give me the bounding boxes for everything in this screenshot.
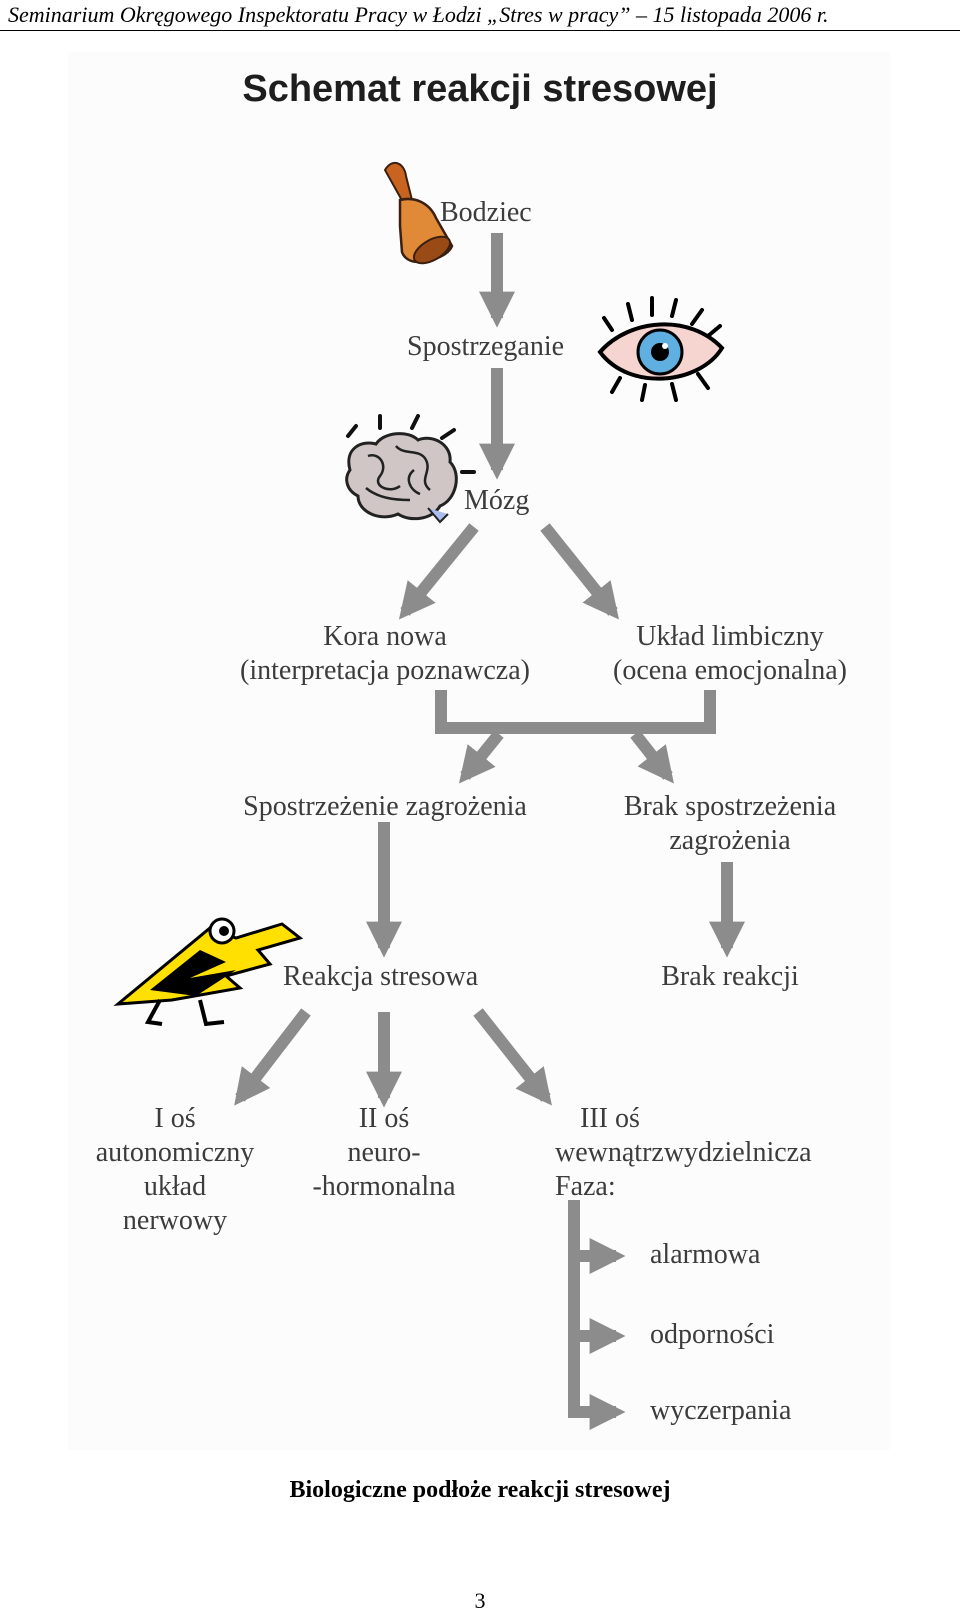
arrow-mozg-limbiczny bbox=[540, 523, 619, 620]
node-reakcja-stresowa: Reakcja stresowa bbox=[283, 961, 479, 992]
page-header: Seminarium Okręgowego Inspektoratu Pracy… bbox=[0, 0, 960, 31]
header-text: Seminarium Okręgowego Inspektoratu Pracy… bbox=[8, 2, 829, 27]
arrow-reakcja-os1 bbox=[234, 1008, 311, 1106]
arrow-bracket-zagrozenie bbox=[458, 730, 504, 784]
diagram-title: Schemat reakcji stresowej bbox=[242, 68, 718, 110]
node-os2-line2: neuro- bbox=[347, 1137, 421, 1168]
figure-caption: Biologiczne podłoże reakcji stresowej bbox=[289, 1477, 671, 1503]
node-os3-line1: III oś bbox=[580, 1103, 640, 1134]
node-brak-reakcji: Brak reakcji bbox=[661, 961, 799, 992]
arrow-bracket-brak bbox=[630, 730, 674, 784]
node-limbiczny-line2: (ocena emocjonalna) bbox=[613, 655, 847, 686]
node-faza-alarmowa: alarmowa bbox=[650, 1239, 761, 1270]
connector-bracket bbox=[435, 690, 716, 734]
lightning-bird-icon bbox=[113, 917, 304, 1027]
node-bodziec: Bodziec bbox=[440, 197, 532, 228]
node-os1-line1: I oś bbox=[154, 1103, 196, 1134]
node-faza-wyczerpania: wyczerpania bbox=[650, 1395, 792, 1426]
brain-icon bbox=[345, 414, 476, 524]
node-os1-line4: nerwowy bbox=[122, 1205, 228, 1236]
node-os2-line1: II oś bbox=[358, 1103, 410, 1134]
node-os3-line2: wewnątrzwydzielnicza bbox=[555, 1137, 812, 1168]
node-kora-line1: Kora nowa bbox=[323, 621, 447, 652]
node-spostrzezenie-zagrozenia: Spostrzeżenie zagrożenia bbox=[243, 791, 527, 822]
node-os1-line2: autonomiczny bbox=[95, 1137, 255, 1168]
bell-icon bbox=[383, 161, 454, 265]
node-os2-line3: -hormonalna bbox=[312, 1171, 456, 1202]
page-number: 3 bbox=[474, 1588, 486, 1613]
node-kora-line2: (interpretacja poznawcza) bbox=[240, 655, 530, 686]
node-mozg: Mózg bbox=[464, 485, 530, 516]
node-limbiczny-line1: Układ limbiczny bbox=[636, 621, 824, 652]
node-brak-line2: zagrożenia bbox=[669, 825, 791, 856]
arrow-mozg-kora bbox=[398, 523, 479, 620]
node-faza-odpornosci: odporności bbox=[650, 1319, 775, 1350]
eye-icon bbox=[597, 296, 725, 402]
node-os1-line3: układ bbox=[143, 1171, 207, 1202]
node-spostrzeganie: Spostrzeganie bbox=[407, 331, 565, 362]
node-os3-line3: Faza: bbox=[555, 1171, 616, 1202]
node-brak-line1: Brak spostrzeżenia bbox=[623, 791, 837, 822]
arrow-reakcja-os3 bbox=[473, 1008, 552, 1106]
